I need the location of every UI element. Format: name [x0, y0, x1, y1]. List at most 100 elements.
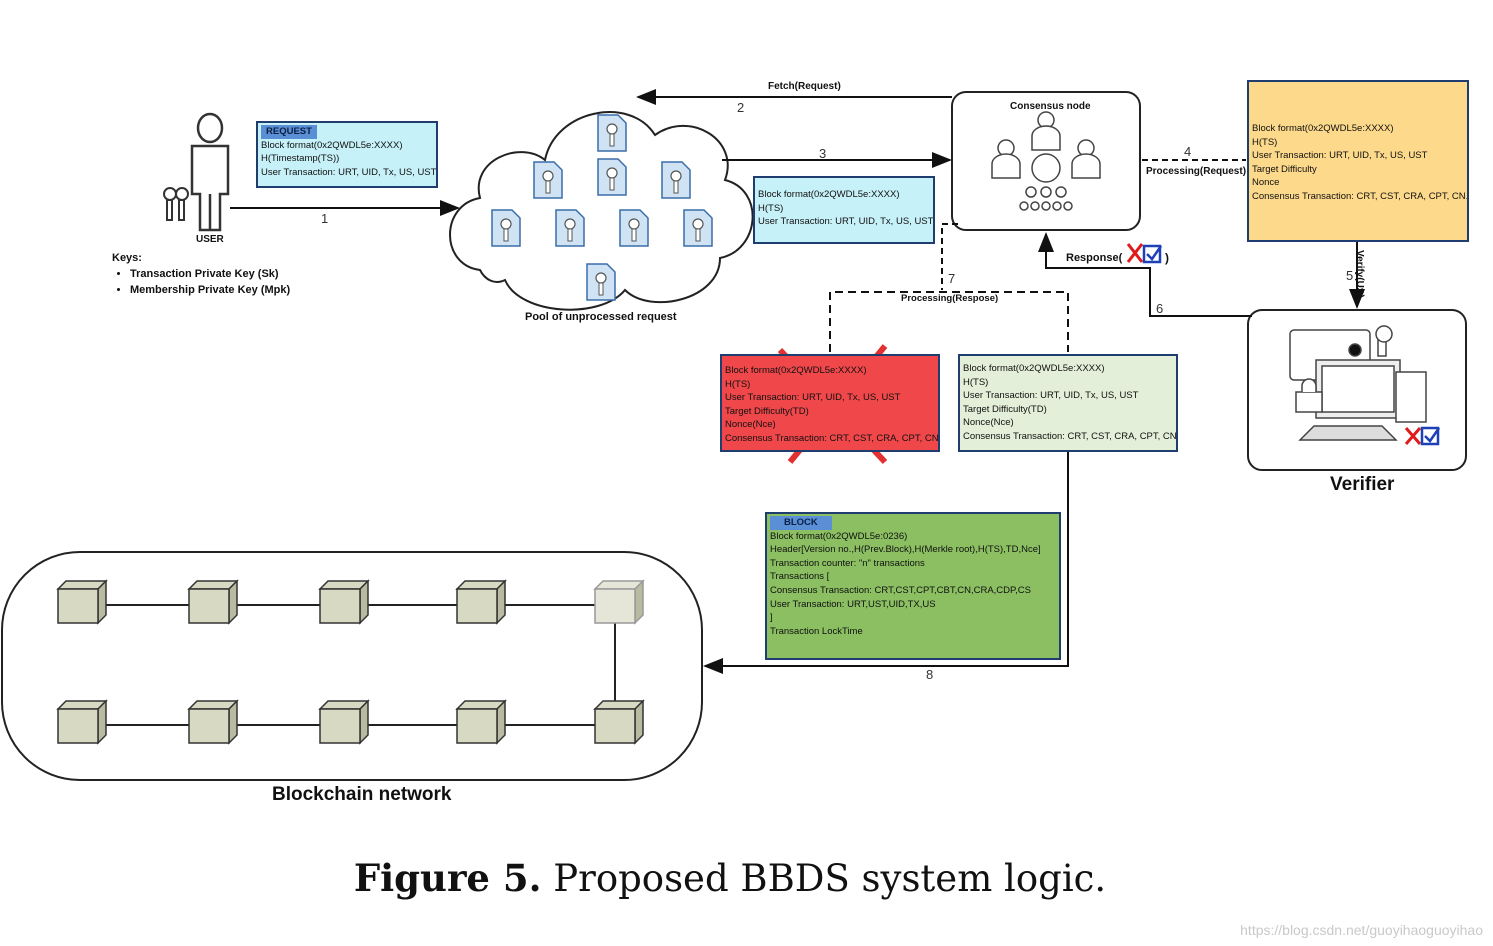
consensus-node-label: Consensus node — [1010, 101, 1091, 112]
box-line: User Transaction: URT,UST,UID,TX,US — [770, 598, 936, 610]
request-box-header: REQUEST — [261, 125, 317, 139]
box-line: Target Difficulty(TD) — [725, 405, 809, 417]
block-cube-icon — [318, 579, 370, 625]
fetch-request-label: Fetch(Request) — [768, 81, 841, 92]
box-line: Target Difficulty(TD) — [963, 403, 1047, 415]
document-key-icon — [586, 263, 616, 301]
box-line: Nonce — [1252, 177, 1280, 189]
consensus-people-icon — [991, 111, 1101, 211]
document-key-icon — [597, 114, 627, 152]
fetch-box: Block format(0x2QWDL5e:XXXX) H(TS) User … — [753, 176, 935, 244]
key-icon — [163, 187, 189, 221]
box-line: Block format(0x2QWDL5e:XXXX) — [758, 189, 900, 200]
watermark: https://blog.csdn.net/guoyihaoguoyihao — [1240, 922, 1483, 938]
arrow-4-number: 4 — [1184, 144, 1192, 159]
box-line: Block format(0x2QWDL5e:XXXX) — [1252, 123, 1394, 134]
blockchain-network-label: Blockchain network — [272, 784, 452, 805]
box-line: Block format(0x2QWDL5e:XXXX) — [725, 365, 867, 376]
block-cube-icon — [56, 699, 108, 745]
box-line: Block format(0x2QWDL5e:XXXX) — [963, 363, 1105, 374]
box-line: H(TS) — [725, 378, 751, 390]
rejected-box: Block format(0x2QWDL5e:XXXX) H(TS) User … — [720, 354, 940, 452]
box-line: User Transaction: URT, UID, Tx, US, UST — [725, 392, 901, 404]
keys-title: Keys: — [112, 252, 142, 264]
document-key-icon — [491, 209, 521, 247]
computer-icon — [1289, 325, 1427, 441]
block-cubes — [56, 579, 645, 745]
user-figure-icon — [190, 112, 230, 232]
block-cube-icon — [56, 579, 108, 625]
figure-caption: Figure 5. Proposed BBDS system logic. — [0, 856, 1460, 900]
response-label: Response( — [1066, 252, 1123, 264]
response-close: ) — [1165, 251, 1169, 265]
box-line: Consensus Transaction: CRT, CST, CRA, CP… — [1252, 190, 1469, 202]
processing-request-label: Processing(Request) — [1146, 166, 1247, 177]
box-line: Transaction LockTime — [770, 625, 863, 637]
arrow-8 — [703, 452, 1069, 674]
block-cube-icon — [455, 579, 507, 625]
box-line: H(Timestamp(TS)) — [261, 153, 340, 165]
document-key-icon — [619, 209, 649, 247]
keys-legend: Keys: Transaction Private Key (Sk) Membe… — [112, 250, 290, 298]
box-line: Transaction counter: "n" transactions — [770, 557, 925, 569]
processing-response-bracket — [829, 291, 1069, 352]
figure-caption-label: Figure 5. — [353, 856, 542, 900]
key-item: Membership Private Key (Mpk) — [130, 282, 290, 298]
verify-us-label: Verify(US) — [1354, 250, 1365, 298]
request-documents — [491, 114, 713, 301]
verifier-checkbox-icon — [1404, 426, 1441, 446]
block-cube-icon — [455, 699, 507, 745]
box-line: Target Difficulty — [1252, 163, 1317, 175]
block-cube-icon — [593, 579, 645, 625]
box-line: User Transaction: URT, UID, Tx, US, UST — [963, 390, 1139, 402]
box-line: Block format(0x2QWDL5e:0236) — [770, 530, 908, 542]
accepted-box: Block format(0x2QWDL5e:XXXX) H(TS) User … — [958, 354, 1178, 452]
block-cube-icon — [318, 699, 370, 745]
document-key-icon — [597, 158, 627, 196]
arrow-3-number: 3 — [819, 146, 827, 161]
block-box: BLOCK Block format(0x2QWDL5e:0236) Heade… — [765, 512, 1061, 660]
processing-response-label: Processing(Respose) — [901, 293, 999, 304]
box-line: Consensus Transaction: CRT, CST, CRA, CP… — [963, 430, 1178, 442]
arrow-8-number: 8 — [926, 667, 934, 682]
arrow-5-number: 5 — [1346, 268, 1354, 283]
box-line: H(TS) — [963, 376, 989, 388]
pool-label: Pool of unprocessed request — [525, 311, 677, 323]
box-line: Nonce(Nce) — [725, 419, 776, 431]
box-line: H(TS) — [758, 202, 784, 214]
box-line: ] — [770, 612, 773, 624]
box-line: User Transaction: URT, UID, Tx, US, UST — [1252, 150, 1428, 162]
arrow-7-number: 7 — [948, 271, 956, 286]
box-line: User Transaction: URT, UID, Tx, US, UST — [758, 216, 934, 228]
arrow-6 — [1038, 232, 1252, 317]
box-line: User Transaction: URT, UID, Tx, US, UST — [261, 166, 437, 178]
arrow-1-number: 1 — [321, 211, 329, 226]
arrow-2-number: 2 — [737, 100, 745, 115]
request-box: REQUEST Block format(0x2QWDL5e:XXXX) H(T… — [256, 121, 438, 188]
document-key-icon — [661, 161, 691, 199]
key-item: Transaction Private Key (Sk) — [130, 266, 290, 282]
box-line: Consensus Transaction: CRT,CST,CPT,CBT,C… — [770, 584, 1031, 596]
block-box-header: BLOCK — [770, 516, 832, 530]
box-line: Nonce(Nce) — [963, 417, 1014, 429]
block-cube-icon — [187, 699, 239, 745]
arrow-6-number: 6 — [1156, 301, 1164, 316]
box-line: Consensus Transaction: CRT, CST, CRA, CP… — [725, 432, 940, 444]
verifier-label: Verifier — [1330, 474, 1395, 495]
document-key-icon — [555, 209, 585, 247]
box-line: Header[Version no.,H(Prev.Block),H(Merkl… — [770, 544, 1041, 556]
arrow-7 — [941, 223, 958, 290]
blockchain-network-box — [1, 551, 703, 781]
document-key-icon — [533, 161, 563, 199]
box-line: H(TS) — [1252, 136, 1278, 148]
document-key-icon — [683, 209, 713, 247]
box-line: Block format(0x2QWDL5e:XXXX) — [261, 139, 403, 151]
box-line: Transactions [ — [770, 571, 830, 583]
response-checkbox-icon — [1126, 243, 1163, 264]
figure-caption-text: Proposed BBDS system logic. — [541, 857, 1107, 900]
block-cube-icon — [187, 579, 239, 625]
user-label: USER — [196, 234, 224, 245]
block-cube-icon — [593, 699, 645, 745]
yellow-box: Block format(0x2QWDL5e:XXXX) H(TS) User … — [1247, 80, 1469, 242]
